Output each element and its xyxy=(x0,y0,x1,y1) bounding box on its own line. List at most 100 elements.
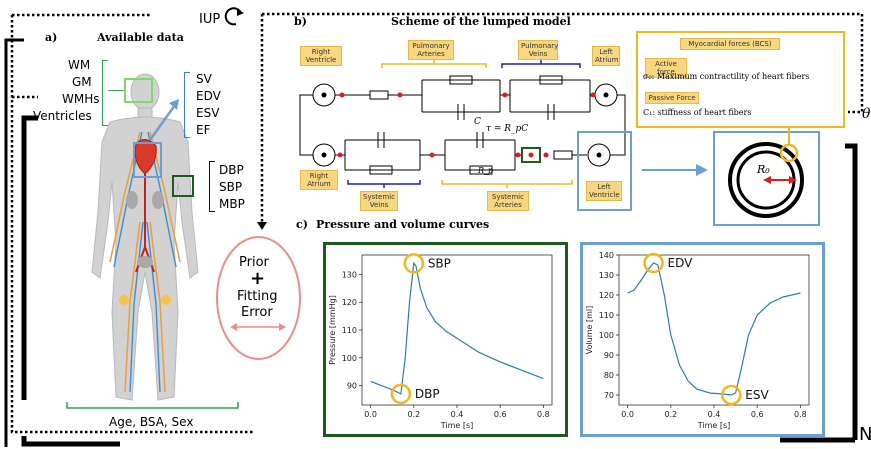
prior-fitting-ellipse xyxy=(216,236,301,360)
brain-label-gm: GM xyxy=(72,75,92,89)
y-tick-label: 90 xyxy=(604,351,614,360)
annotation-label: DBP xyxy=(415,387,440,401)
heart-label-sv: SV xyxy=(196,72,212,86)
fitting-label: Fitting xyxy=(237,289,278,304)
y-tick-label: 120 xyxy=(599,291,614,300)
plot-area xyxy=(618,254,810,406)
x-tick-label: 0.2 xyxy=(664,410,677,419)
myocardium-ring xyxy=(728,142,804,218)
y-axis-label: Pressure [mmHg] xyxy=(328,295,337,365)
panel-c-letter: c) xyxy=(296,218,308,231)
volume-plot-frame xyxy=(580,242,825,437)
x-tick-label: 0.8 xyxy=(537,410,550,419)
cap-label: C xyxy=(474,117,481,127)
panel-b-letter: b) xyxy=(294,15,307,28)
heart-bracket xyxy=(184,72,190,138)
rp-label: R_p xyxy=(478,166,494,175)
annotation-marker xyxy=(643,252,664,274)
panel-c-title: Pressure and volume curves xyxy=(316,218,490,231)
x-tick-label: 0.4 xyxy=(451,410,464,419)
error-label: Error xyxy=(241,305,273,320)
heart-label-ef: EF xyxy=(196,123,211,137)
tag-systemic-arteries: Systemic Arteries xyxy=(487,191,529,211)
n-label: N xyxy=(859,424,871,445)
heart-highlight-box xyxy=(133,142,162,178)
x-tick-label: 0.6 xyxy=(494,410,507,419)
y-tick-label: 90 xyxy=(347,382,357,391)
y-tick-label: 130 xyxy=(342,270,357,279)
y-tick-label: 110 xyxy=(599,311,614,320)
y-tick-label: 140 xyxy=(599,251,614,260)
pressure-label-sbp: SBP xyxy=(219,180,243,194)
x-tick-label: 0.6 xyxy=(751,410,764,419)
y-tick-label: 70 xyxy=(604,391,614,400)
tag-systemic-veins: Systemic Veins xyxy=(360,191,398,211)
annotation-marker xyxy=(721,384,742,406)
y-tick-label: 120 xyxy=(342,298,357,307)
annotation-label: ESV xyxy=(745,388,769,402)
heart-label-edv: EDV xyxy=(196,89,221,103)
plot-area xyxy=(361,254,553,406)
tag-right-atrium: Right Atrium xyxy=(300,170,338,190)
active-force-text: σ₀: Maximum contractility of heart fiber… xyxy=(643,72,810,81)
pressure-plot-frame xyxy=(323,242,568,437)
active-force-tag: Active force xyxy=(645,58,687,78)
annotation-label: SBP xyxy=(428,256,451,270)
annotation-label: EDV xyxy=(668,256,694,270)
volume-chart: 0.0 0.2 0.4 0.6 0.8 70 80 90 100 110 120 130 140Time… xyxy=(585,251,810,430)
x-tick-label: 0.2 xyxy=(407,410,420,419)
myocardium-box xyxy=(713,131,820,226)
myocardial-forces-box xyxy=(636,31,845,128)
theta-label: θ xyxy=(862,106,871,122)
y-tick-label: 110 xyxy=(342,326,357,335)
x-axis-label: Time [s] xyxy=(697,421,731,430)
tag-left-ventricle: Left Ventricle xyxy=(586,181,622,201)
x-tick-label: 0.4 xyxy=(708,410,721,419)
brain-connector xyxy=(108,90,124,91)
tag-pulmonary-arteries: Pulmonary Arteries xyxy=(408,40,454,60)
x-tick-label: 0.0 xyxy=(621,410,634,419)
iup-label: IUP xyxy=(199,12,221,27)
tag-left-atrium: Left Atrium xyxy=(592,46,620,66)
passive-force-tag: Passive Force xyxy=(645,92,699,104)
lumped-circuit xyxy=(299,60,626,188)
y-tick-label: 130 xyxy=(599,271,614,280)
y-tick-label: 80 xyxy=(604,371,614,380)
wrist-highlight-box xyxy=(172,175,194,197)
series-line xyxy=(370,261,544,395)
brain-label-wm: WM xyxy=(68,58,91,72)
series-line xyxy=(627,262,801,396)
panel-a-title: Available data xyxy=(97,31,184,44)
tau-label: τ = R_pC xyxy=(486,124,529,134)
pressure-label-mbp: MBP xyxy=(219,197,245,211)
tag-pulmonary-veins: Pulmonary Veins xyxy=(518,40,558,60)
forces-connector xyxy=(788,128,790,146)
forces-title-tag: Myocardial forces (BCS) xyxy=(680,38,780,50)
annotation-marker xyxy=(390,383,412,405)
panel-b-title: Scheme of the lumped model xyxy=(391,15,571,28)
brain-label-ventricles: Ventricles xyxy=(33,109,92,123)
pressure-bracket xyxy=(209,161,215,212)
demographics-label: Age, BSA, Sex xyxy=(109,415,194,429)
pressure-label-dbp: DBP xyxy=(219,163,244,177)
heart-label-esv: ESV xyxy=(196,106,220,120)
x-tick-label: 0.0 xyxy=(364,410,377,419)
r0-label: R₀ xyxy=(757,163,770,176)
x-tick-label: 0.8 xyxy=(794,410,807,419)
brain-bracket xyxy=(102,60,108,126)
x-axis-label: Time [s] xyxy=(440,421,474,430)
left-ventricle-box xyxy=(577,131,632,211)
y-axis-label: Volume [ml] xyxy=(585,306,594,355)
prior-label: Prior xyxy=(239,255,269,270)
plus-label: + xyxy=(250,268,266,289)
y-tick-label: 100 xyxy=(342,354,357,363)
annotation-marker xyxy=(403,253,425,274)
passive-force-text: C₁: stiffness of heart fibers xyxy=(643,108,752,117)
lv-to-ring-arrow xyxy=(642,164,708,176)
y-tick-label: 100 xyxy=(599,331,614,340)
heart-arrow xyxy=(148,99,179,141)
tag-right-ventricle: Right Ventricle xyxy=(300,46,342,66)
brain-highlight-box xyxy=(124,78,153,103)
